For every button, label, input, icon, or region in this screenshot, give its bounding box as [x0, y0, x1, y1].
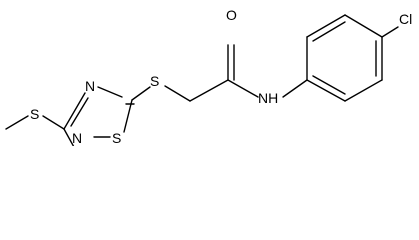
atom-s-link: S	[150, 73, 159, 89]
bond-ring-3	[344, 14, 383, 38]
bond-c3-n-lower	[63, 128, 75, 146]
bond-c3-n-upper-inner	[70, 97, 89, 127]
bond-ring-cl	[381, 26, 399, 38]
atom-n-upper: N	[85, 78, 95, 94]
bond-ring-inner-a	[312, 21, 346, 42]
bond-s-c3	[42, 115, 65, 130]
bond-ring-2	[306, 14, 346, 38]
atom-cl: Cl	[399, 11, 412, 27]
bond-c3-n-upper	[63, 92, 86, 130]
bond-s-ch2	[164, 85, 191, 102]
bond-c5-s-link	[131, 86, 151, 101]
bond-ring-6	[306, 79, 346, 102]
bonds	[5, 14, 399, 146]
bond-c5-s-ring	[123, 99, 133, 133]
bond-nh-ring	[282, 79, 308, 98]
bond-n-upper-c5	[97, 86, 123, 98]
atom-s-methyl: S	[30, 106, 39, 122]
bond-ch2-co	[189, 79, 229, 102]
bond-ring-inner-c	[312, 75, 346, 95]
bond-methyl-s	[5, 115, 29, 130]
atom-n-lower: N	[72, 130, 82, 146]
chemical-structure: Cl O NH S N N S S	[5, 7, 412, 146]
atom-nh: NH	[258, 90, 278, 106]
atom-s-ring: S	[112, 130, 121, 146]
bond-ring-5	[344, 79, 383, 102]
bond-co-nh	[227, 79, 259, 98]
atom-o: O	[226, 7, 237, 23]
atom-labels: Cl O NH S N N S S	[30, 7, 412, 146]
